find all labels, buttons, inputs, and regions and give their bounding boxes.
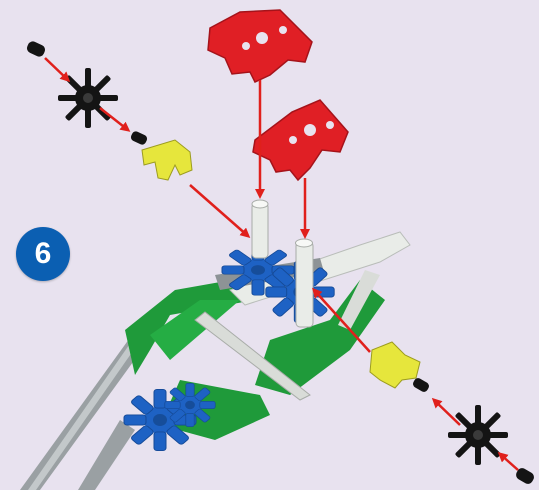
black-end-cap-mid-right	[412, 377, 431, 394]
arrow-endcap-to-spacer-left	[45, 58, 68, 80]
black-end-cap-mid-left	[130, 130, 149, 146]
gray-rod-lower	[78, 420, 135, 490]
black-end-cap-top-left	[25, 40, 46, 58]
yellow-clip-left	[142, 140, 192, 180]
black-spacer-bottom-right	[448, 405, 508, 465]
yellow-clip-right	[370, 342, 420, 388]
arrow-endcap-to-spacer-right	[500, 454, 518, 470]
white-rod-vertical-right	[296, 239, 314, 327]
blue-hub-connector-lower-mid	[165, 383, 215, 426]
arrow-clip-to-hub-left	[190, 185, 248, 236]
red-corner-connector-top	[208, 10, 312, 82]
arrow-spacer-to-endcap-left	[100, 108, 128, 130]
white-rod-vertical-left	[252, 200, 268, 258]
red-corner-connector-bottom	[253, 100, 348, 180]
arrow-spacer-to-clip-right	[434, 400, 460, 425]
black-spacer-top-left	[58, 68, 118, 128]
